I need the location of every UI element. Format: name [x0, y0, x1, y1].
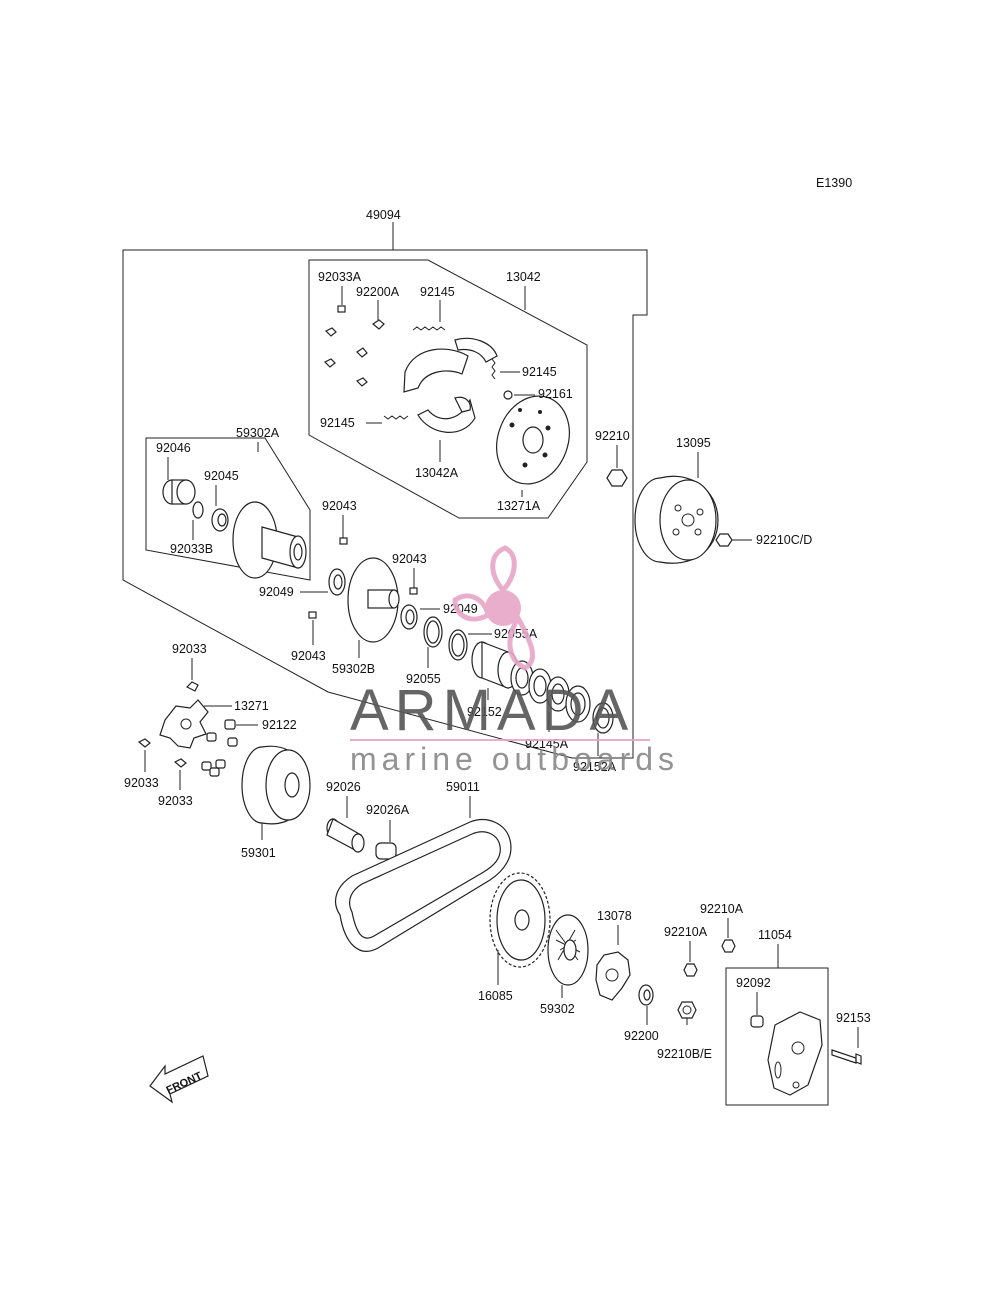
watermark-brand: ARMADA	[350, 678, 634, 743]
label-13042: 13042	[506, 270, 541, 284]
label-92026A: 92026A	[366, 803, 410, 817]
label-92033-top: 92033	[172, 642, 207, 656]
label-92049-left: 92049	[259, 585, 294, 599]
label-92200: 92200	[624, 1029, 659, 1043]
label-92122: 92122	[262, 718, 297, 732]
label-92200A: 92200A	[356, 285, 400, 299]
bracket-11054-outline	[725, 967, 829, 1106]
label-13271: 13271	[234, 699, 269, 713]
label-92046: 92046	[156, 441, 191, 455]
label-92210CD: 92210C/D	[756, 533, 812, 547]
label-92145-top: 92145	[420, 285, 455, 299]
label-13271A: 13271A	[497, 499, 541, 513]
label-92145-right: 92145	[522, 365, 557, 379]
label-92045: 92045	[204, 469, 239, 483]
label-11054: 11054	[758, 928, 792, 942]
label-92033B: 92033B	[170, 542, 213, 556]
watermark-tagline: marine outboards	[350, 741, 679, 777]
label-92033-bottom: 92033	[158, 794, 193, 808]
watermark-logo-icon	[485, 590, 521, 626]
armada-watermark: ARMADA marine outboards	[350, 545, 679, 777]
pulley-59302A-outline	[145, 437, 311, 581]
label-92210A-right: 92210A	[700, 902, 744, 916]
label-59302A: 59302A	[236, 426, 280, 440]
label-59302: 59302	[540, 1002, 575, 1016]
label-92092: 92092	[736, 976, 771, 990]
label-16085: 16085	[478, 989, 513, 1003]
label-59302B: 59302B	[332, 662, 375, 676]
label-13042A: 13042A	[415, 466, 459, 480]
front-arrow: FRONT	[149, 1055, 209, 1104]
label-92210A-left: 92210A	[664, 925, 708, 939]
label-92033-left: 92033	[124, 776, 159, 790]
assembly-49094-outline	[122, 249, 648, 759]
label-92055A: 92055A	[494, 627, 538, 641]
diagram-code: E1390	[816, 176, 852, 190]
bolt-92153	[831, 1049, 857, 1064]
label-59301: 59301	[241, 846, 276, 860]
label-92033A: 92033A	[318, 270, 362, 284]
label-59011: 59011	[446, 780, 480, 794]
label-92161: 92161	[538, 387, 573, 401]
clutch-13042-outline	[308, 259, 588, 519]
collar-92026	[351, 833, 365, 853]
clutch-shoe-top	[403, 348, 469, 393]
label-92043-bottom: 92043	[291, 649, 326, 663]
label-92210BE: 92210B/E	[657, 1047, 712, 1061]
nut-92210	[606, 469, 628, 487]
label-13078: 13078	[597, 909, 632, 923]
label-92210: 92210	[595, 429, 630, 443]
label-92153: 92153	[836, 1011, 871, 1025]
label-92055: 92055	[406, 672, 441, 686]
collar-92026A	[375, 842, 397, 860]
label-92049-right: 92049	[443, 602, 478, 616]
label-92152: 92152	[467, 705, 502, 719]
label-92026: 92026	[326, 780, 361, 794]
label-92043-top: 92043	[322, 499, 357, 513]
label-13095: 13095	[676, 436, 711, 450]
label-49094: 49094	[366, 208, 401, 222]
label-92043-mid: 92043	[392, 552, 427, 566]
label-92145-left: 92145	[320, 416, 355, 430]
label-92152A: 92152A	[573, 760, 617, 774]
clutch-shoe-bottom	[417, 398, 476, 433]
